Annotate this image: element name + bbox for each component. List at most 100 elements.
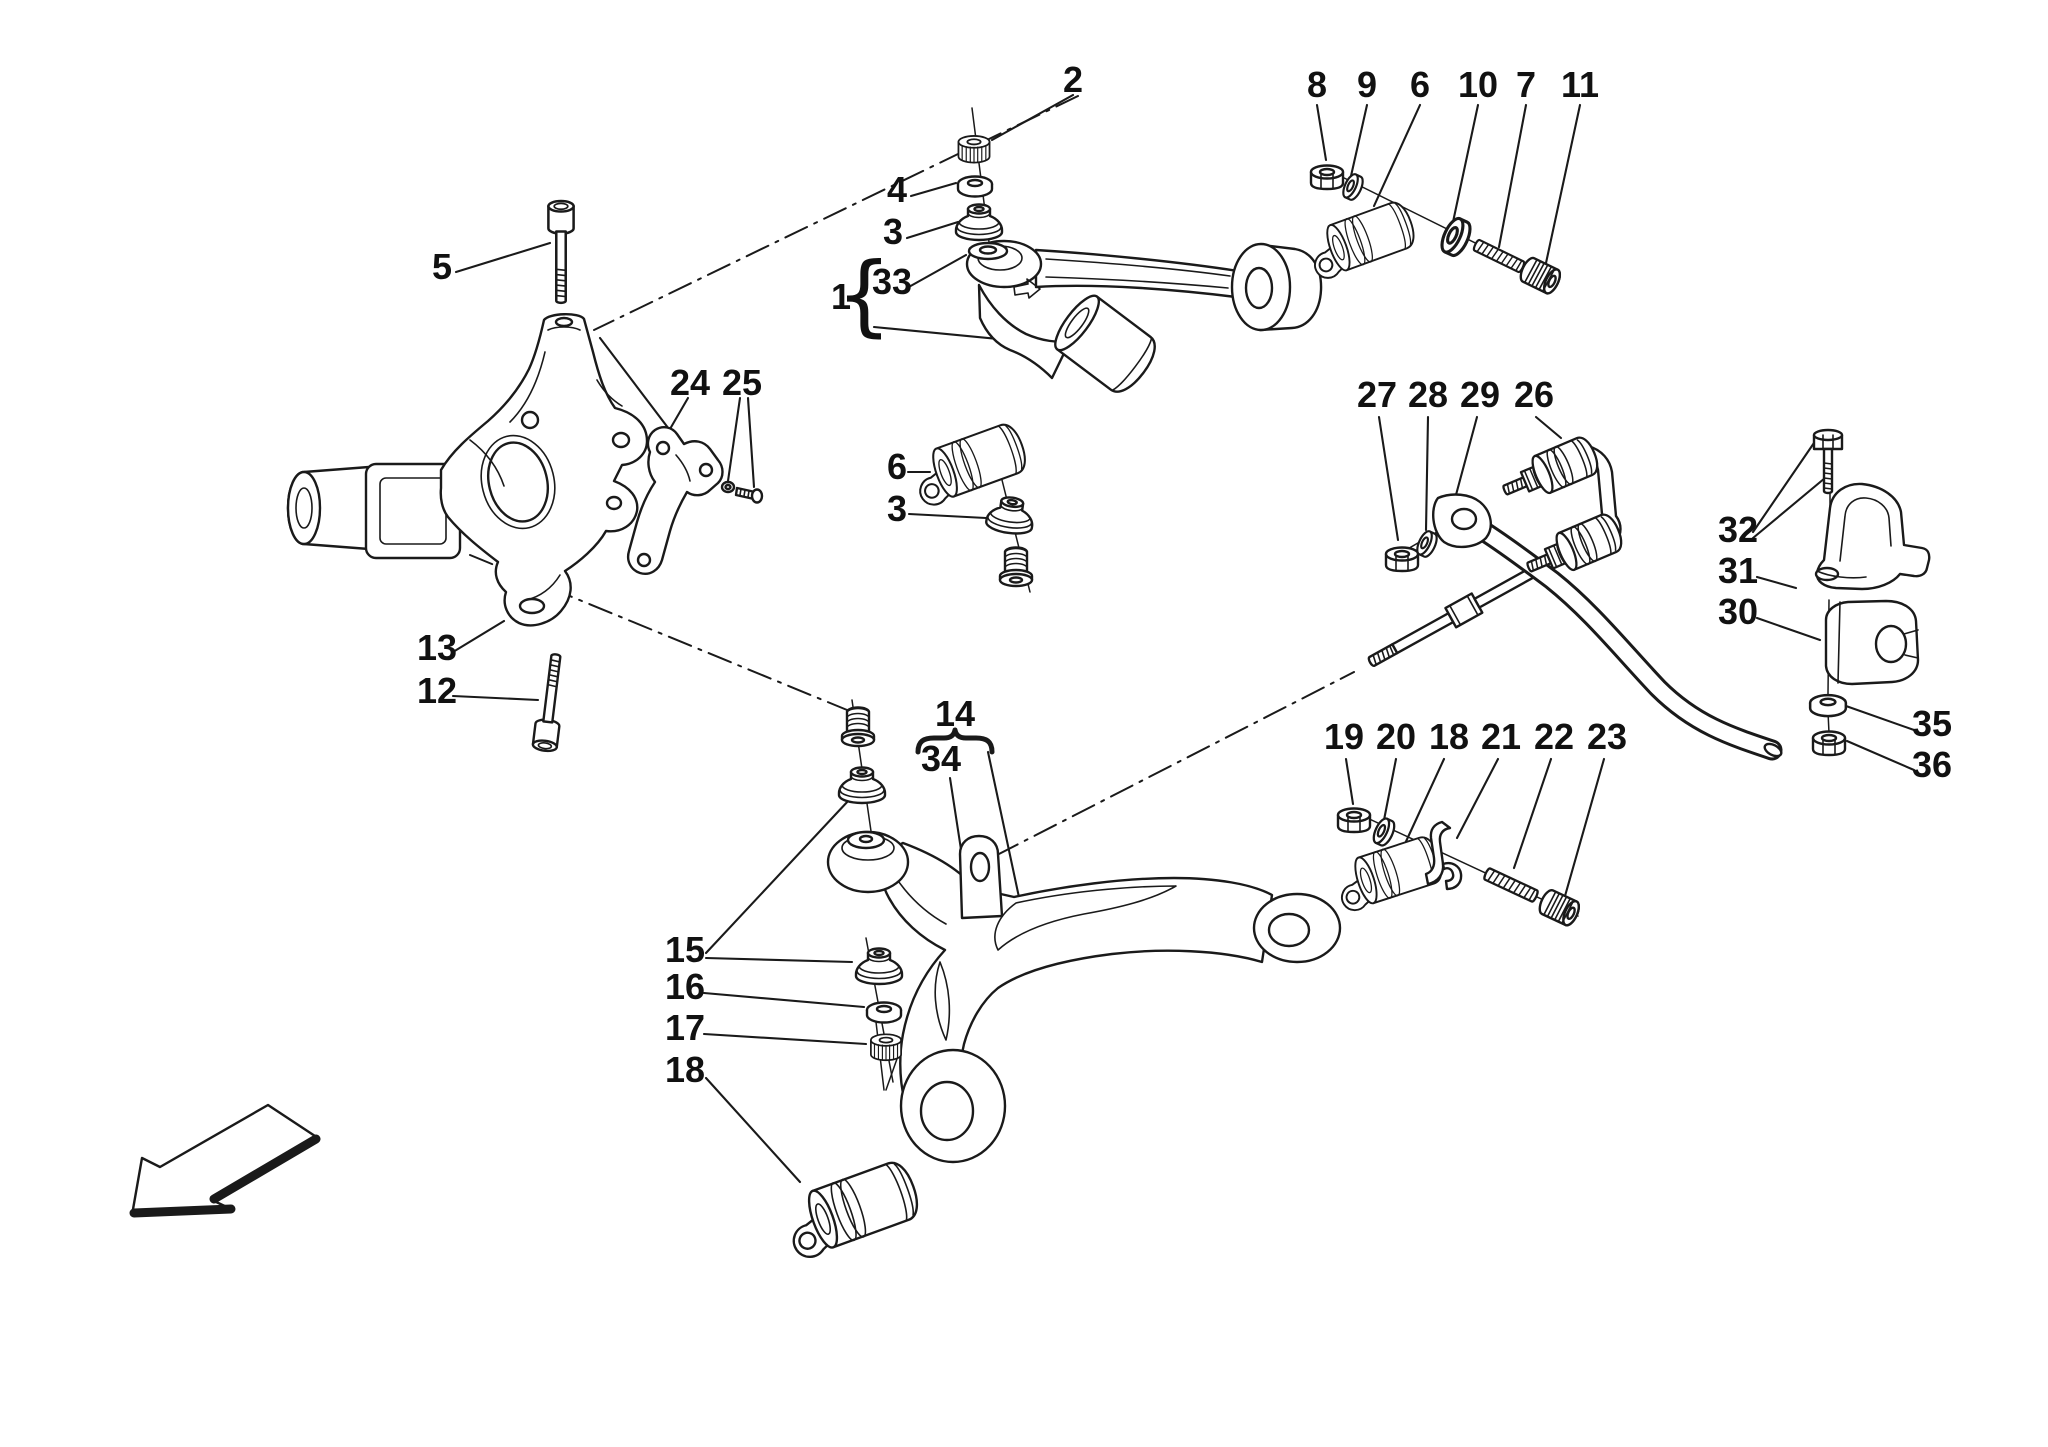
threaded-plug-mid [998, 546, 1034, 588]
callout-14: 14 [935, 693, 975, 734]
leader-line-21 [1455, 757, 1500, 840]
bracket-screws [720, 480, 764, 504]
drop-link [1495, 432, 1628, 588]
washer-10 [1436, 214, 1476, 260]
leader-line-15b [704, 956, 854, 964]
callout-36: 36 [1912, 744, 1952, 785]
callout-31: 31 [1718, 550, 1758, 591]
leader-line-26 [1534, 415, 1563, 440]
leader-line-5 [454, 241, 552, 274]
cone-bushing-3-upper [954, 203, 1004, 242]
leader-line-25b [746, 396, 756, 489]
retainer-clip-21 [1424, 820, 1463, 891]
washer-4 [956, 175, 994, 198]
leader-line-28 [1424, 415, 1430, 532]
brace-1-33: { [836, 243, 892, 346]
knurled-nut-17 [870, 1033, 902, 1062]
bar-end-hole [1450, 507, 1478, 531]
leader-line-3-upper [905, 220, 960, 240]
axis-line-rear-bolt [957, 671, 1355, 876]
leader-line-31 [1755, 575, 1798, 590]
leader-line-35 [1844, 704, 1916, 732]
threaded-plug-lower [840, 706, 876, 748]
callout-6-mid: 6 [887, 446, 907, 487]
leader-line-33 [905, 253, 968, 290]
callout-17: 17 [665, 1007, 705, 1048]
bracket-mount-hole [520, 410, 540, 430]
bushing-6-upper [1302, 197, 1421, 283]
leader-line-7 [1497, 103, 1528, 249]
callout-4: 4 [887, 169, 907, 210]
top-bolt-hole [554, 316, 574, 328]
callout-20: 20 [1376, 716, 1416, 757]
callout-23: 23 [1587, 716, 1627, 757]
leader-line-18-right [1401, 757, 1446, 850]
leader-line-19 [1344, 757, 1355, 806]
leader-line-15a [704, 798, 851, 955]
leader-line-14 [986, 750, 1022, 904]
leader-line-2 [990, 93, 1075, 142]
callout-27: 27 [1357, 374, 1397, 415]
axis-v-line-b [885, 1055, 899, 1091]
callout-16: 16 [665, 966, 705, 1007]
washer-16 [865, 1001, 903, 1024]
leader-line-16 [702, 991, 866, 1009]
sensor-bracket [626, 426, 724, 575]
lower-control-arm [826, 830, 1342, 1164]
callout-19: 19 [1324, 716, 1364, 757]
leader-line-18-left [704, 1076, 802, 1184]
brace-14-34 [915, 727, 995, 755]
bar-clamp-31 [1814, 482, 1931, 591]
callout-33: 33 [872, 261, 912, 302]
callout-12: 12 [417, 670, 457, 711]
leader-line-36 [1845, 739, 1916, 772]
callout-21: 21 [1481, 716, 1521, 757]
washer-28 [1413, 528, 1441, 560]
steering-knuckle [286, 313, 649, 627]
callout-30: 30 [1718, 591, 1758, 632]
cone-bushing-3-mid [983, 493, 1037, 538]
caliper-lug-hole-upper [611, 431, 631, 449]
callout-3-upper: 3 [883, 211, 903, 252]
leader-line-17 [702, 1032, 868, 1046]
callout-7: 7 [1516, 64, 1536, 105]
stud-22 [1482, 866, 1540, 904]
callout-25: 25 [722, 362, 762, 403]
call out-18-left: 18 [665, 1049, 705, 1090]
callout-1: 1 [831, 276, 851, 317]
nut-36 [1811, 730, 1847, 757]
callout-29: 29 [1460, 374, 1500, 415]
callout-6-upper: 6 [1410, 64, 1430, 105]
leader-line-6-upper [1372, 103, 1422, 208]
upper-balljoint-bolt [547, 199, 575, 305]
leader-line-4 [909, 181, 958, 198]
bar-end-cap [1763, 742, 1783, 758]
bushing-18-left [777, 1156, 926, 1263]
leader-line-3-mid [907, 512, 988, 520]
callout-32: 32 [1718, 509, 1758, 550]
callout-15: 15 [665, 929, 705, 970]
leader-line-29 [1451, 415, 1479, 508]
leader-line-10 [1451, 103, 1480, 224]
callout-5: 5 [432, 246, 452, 287]
callout-22: 22 [1534, 716, 1574, 757]
link-bushing-upper [1495, 432, 1604, 511]
callout-24: 24 [670, 362, 710, 403]
leader-line-32a [1751, 438, 1818, 534]
caliper-lug-hole-lower [605, 495, 623, 511]
nut-8 [1309, 164, 1345, 191]
leader-line-12 [451, 694, 540, 702]
leader-line-25a [726, 396, 742, 483]
nut-19 [1336, 807, 1372, 834]
axis-line-lower-balljoint [469, 554, 853, 713]
leader-line-9 [1349, 103, 1369, 178]
callout-8: 8 [1307, 64, 1327, 105]
bottom-lug-hole [518, 597, 546, 615]
leader-line-20 [1382, 757, 1398, 822]
callout-13: 13 [417, 627, 457, 668]
knurled-nut-2 [957, 135, 991, 164]
sleeve-23 [1535, 886, 1584, 929]
callout-9: 9 [1357, 64, 1377, 105]
